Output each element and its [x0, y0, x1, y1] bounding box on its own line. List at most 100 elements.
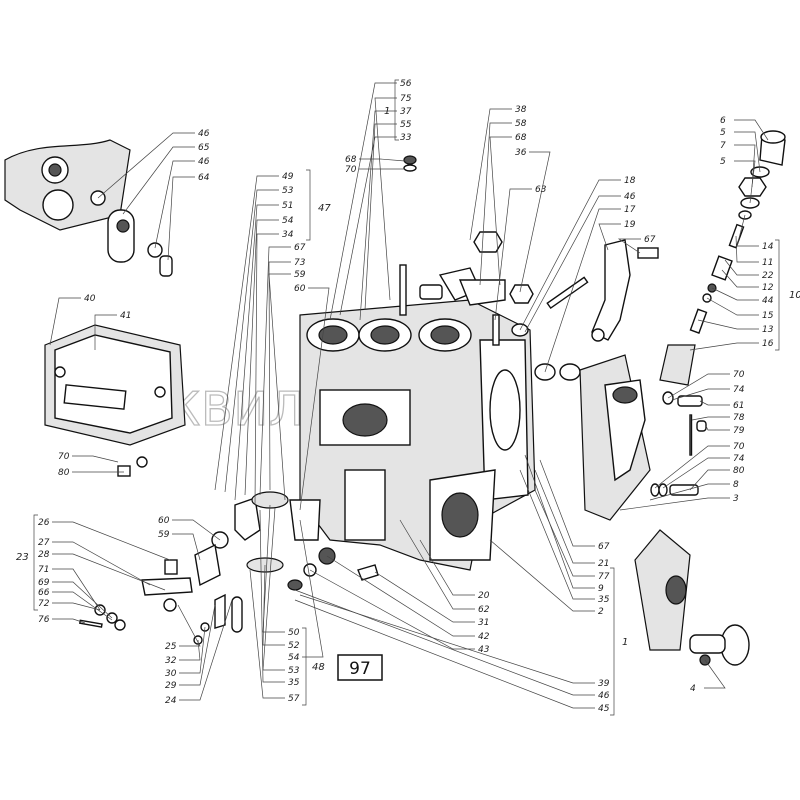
callout-label: 67 — [598, 542, 610, 552]
leader-line — [259, 246, 291, 496]
callout-label: 70 — [58, 452, 70, 462]
leader-line — [364, 123, 397, 311]
leader-line — [598, 223, 621, 251]
leader-line — [734, 119, 769, 141]
callout-label: 50 — [288, 628, 300, 638]
callout-label: 54 — [288, 653, 300, 663]
page-number-box: 97 — [337, 654, 383, 681]
callout-label: 78 — [733, 413, 745, 423]
leader-line — [326, 555, 475, 637]
leader-line — [704, 659, 726, 689]
leader-line — [179, 639, 201, 661]
callout-label: 70 — [345, 165, 357, 175]
leader-line — [706, 297, 759, 316]
callout-label: 28 — [38, 550, 50, 560]
callout-label: 5 — [720, 157, 726, 167]
callout-label: 40 — [84, 294, 96, 304]
callout-label: 46 — [624, 192, 636, 202]
callout-label: 46 — [598, 691, 610, 701]
leader-line — [539, 459, 595, 547]
leader-line — [52, 581, 113, 619]
callout-label: 5 — [720, 128, 726, 138]
callout-label: 22 — [762, 271, 774, 281]
leader-line — [734, 160, 756, 204]
leader-line — [167, 176, 195, 261]
leader-line — [262, 507, 285, 671]
leader-line — [699, 400, 730, 406]
group-bracket — [33, 514, 38, 611]
leader-line — [179, 599, 233, 701]
leader-line — [52, 521, 171, 561]
leader-line — [339, 136, 397, 316]
leader-line — [259, 509, 285, 683]
callout-label: 25 — [165, 642, 177, 652]
callout-label: 42 — [478, 632, 490, 642]
leader-line — [224, 189, 279, 493]
leader-line — [52, 541, 151, 586]
leader-line — [654, 445, 730, 489]
leader-line — [524, 454, 595, 589]
leader-line — [519, 151, 551, 293]
leader-line — [179, 626, 206, 674]
callout-label: 16 — [762, 339, 774, 349]
callout-label: 29 — [165, 681, 177, 691]
leader-line — [697, 319, 759, 330]
group-label: 1 — [622, 637, 628, 648]
leader-line — [234, 204, 279, 501]
callout-label: 52 — [288, 641, 300, 651]
callout-label: 27 — [38, 538, 50, 548]
callout-label: 68 — [515, 133, 527, 143]
leader-line — [179, 604, 216, 686]
group-bracket — [610, 567, 615, 716]
callout-label: 79 — [733, 426, 745, 436]
callout-label: 46 — [198, 157, 210, 167]
callout-label: 31 — [478, 618, 489, 628]
callout-label: 66 — [38, 588, 50, 598]
leader-line — [519, 179, 621, 331]
right-cover-plate — [579, 354, 707, 521]
group-label: 48 — [312, 662, 325, 673]
leader-line — [72, 455, 119, 463]
callout-label: 15 — [762, 311, 774, 321]
injector-assembly — [659, 130, 786, 386]
leader-line — [294, 599, 595, 709]
callout-label: 70 — [733, 370, 745, 380]
callout-label: 56 — [400, 79, 412, 89]
leader-line — [721, 269, 759, 288]
callout-label: 71 — [38, 565, 49, 575]
leader-line — [154, 160, 195, 249]
leader-line — [214, 175, 279, 491]
group-label: 47 — [318, 203, 331, 214]
leader-line — [494, 188, 532, 321]
cylinder-head-block — [299, 264, 536, 571]
water-pump — [634, 529, 750, 666]
leader-line — [399, 519, 475, 610]
leader-line — [299, 594, 595, 684]
callout-labels: 5675375533687038586836634665466440414953… — [38, 79, 774, 714]
leader-line — [268, 261, 291, 491]
leader-line — [52, 553, 166, 591]
callout-label: 18 — [624, 176, 636, 186]
callout-label: 14 — [762, 242, 774, 252]
leader-line — [244, 219, 279, 496]
leader-line — [617, 238, 641, 254]
callout-label: 80 — [58, 468, 70, 478]
leader-line — [735, 235, 759, 263]
page-number: 97 — [349, 659, 371, 679]
callout-label: 74 — [733, 454, 745, 464]
leader-line — [667, 373, 730, 399]
callout-label: 35 — [598, 595, 610, 605]
callout-label: 67 — [644, 235, 656, 245]
leader-line — [711, 287, 759, 301]
leader-line — [52, 568, 101, 611]
leader-line — [689, 469, 730, 491]
leader-line — [309, 569, 475, 650]
leader-line — [649, 483, 730, 501]
callout-label: 80 — [733, 466, 745, 476]
callout-label: 59 — [158, 530, 170, 540]
callout-label: 61 — [733, 401, 744, 411]
rocker-arm — [511, 239, 659, 381]
leader-line — [359, 110, 397, 321]
leader-line — [374, 97, 397, 301]
group-label: 1 — [384, 106, 390, 117]
